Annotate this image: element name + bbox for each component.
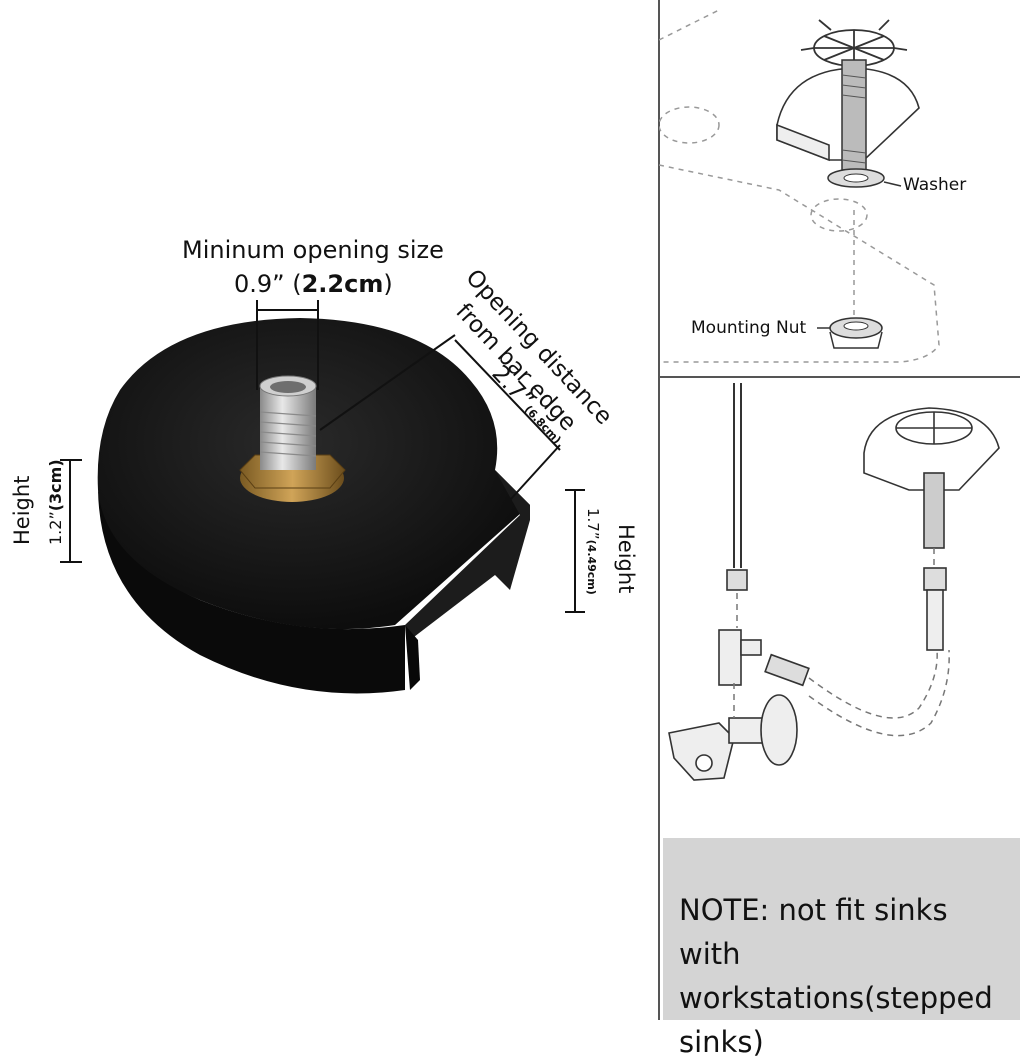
product-illustration [60,300,585,694]
height-right-cm: (4.49cm) [585,539,598,595]
height-left-value: 1.2”(3cm) [46,459,65,545]
height-right-inches: 1.7” [584,508,602,540]
height-left-label: Height [10,475,34,545]
min-opening-value: 0.9” (2.2cm) [234,272,393,296]
min-opening-close: ) [383,270,393,298]
min-opening-title: Mininum opening size [182,236,444,264]
min-opening-inches: 0.9” ( [234,270,302,298]
note-text: NOTE: not fit sinks with workstations(st… [679,893,993,1059]
mounting-nut-label: Mounting Nut [691,318,807,338]
note-box: NOTE: not fit sinks with workstations(st… [663,838,1020,1059]
height-left-cm: (3cm) [46,459,65,512]
height-left-inches: 1.2” [46,511,65,545]
product-body-side [98,490,405,694]
product-dimension-panel: Mininum opening size 0.9” (2.2cm) Openin… [10,236,638,694]
mounting-diagram [659,9,940,363]
vertical-divider [658,0,660,1020]
horizontal-divider [659,376,1020,378]
mounting-diagram-panel: Washer Mounting Nut [659,0,1020,377]
plumbing-diagram-panel [659,378,1020,1020]
height-right-value: 1.7”(4.49cm) [584,508,602,595]
steel-pipe [260,385,316,470]
washer-label: Washer [903,175,967,195]
min-opening-cm: 2.2cm [301,270,384,298]
plumbing-diagram [668,383,1000,781]
height-right-label: Height [614,524,638,594]
product-lip [405,470,530,640]
